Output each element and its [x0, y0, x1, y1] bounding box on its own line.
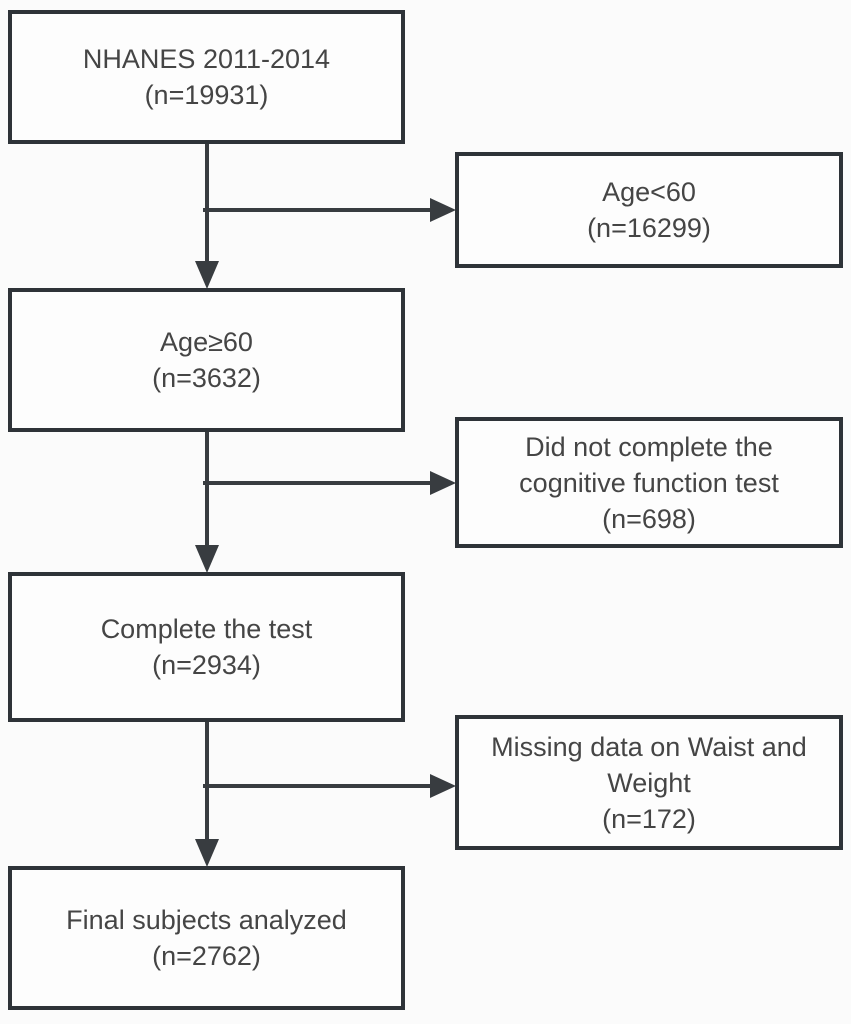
flow-box-final-subjects: Final subjects analyzed (n=2762)	[8, 866, 405, 1010]
flow-box-count: (n=698)	[602, 503, 696, 534]
flow-box-nhanes-cohort: NHANES 2011-2014 (n=19931)	[8, 10, 405, 144]
flow-box-label: Complete the test	[100, 614, 313, 644]
flow-box-age-ge-60: Age≥60 (n=3632)	[8, 288, 405, 432]
flow-box-count: (n=19931)	[144, 80, 269, 110]
flow-box-excluded-missing-waist-weight: Missing data on Waist and Weight (n=172)	[455, 715, 843, 850]
flow-box-count: (n=2934)	[152, 650, 261, 680]
arrow-right-head-3	[430, 774, 456, 798]
flow-box-count: (n=2762)	[152, 941, 261, 971]
flow-box-count: (n=16299)	[587, 213, 711, 243]
arrow-right-head-1	[430, 198, 456, 222]
arrow-down-head-3	[195, 839, 219, 867]
arrow-down-head-1	[195, 261, 219, 289]
arrow-right-head-2	[430, 471, 456, 495]
flow-box-label: Age≥60	[160, 327, 253, 357]
flow-box-label: Age<60	[602, 177, 696, 207]
flow-box-label: Missing data on Waist and Weight	[491, 731, 807, 798]
flow-box-label: Did not complete the cognitive function …	[519, 431, 779, 498]
flow-box-label: Final subjects analyzed	[66, 905, 347, 935]
flow-box-excluded-age-lt-60: Age<60 (n=16299)	[455, 152, 843, 268]
flow-box-count: (n=172)	[602, 803, 696, 834]
arrow-down-head-2	[195, 545, 219, 573]
flow-box-complete-test: Complete the test (n=2934)	[8, 572, 405, 722]
flow-box-excluded-no-cognitive-test: Did not complete the cognitive function …	[455, 417, 843, 548]
flow-box-label: NHANES 2011-2014	[82, 44, 331, 74]
flow-box-count: (n=3632)	[152, 363, 261, 393]
